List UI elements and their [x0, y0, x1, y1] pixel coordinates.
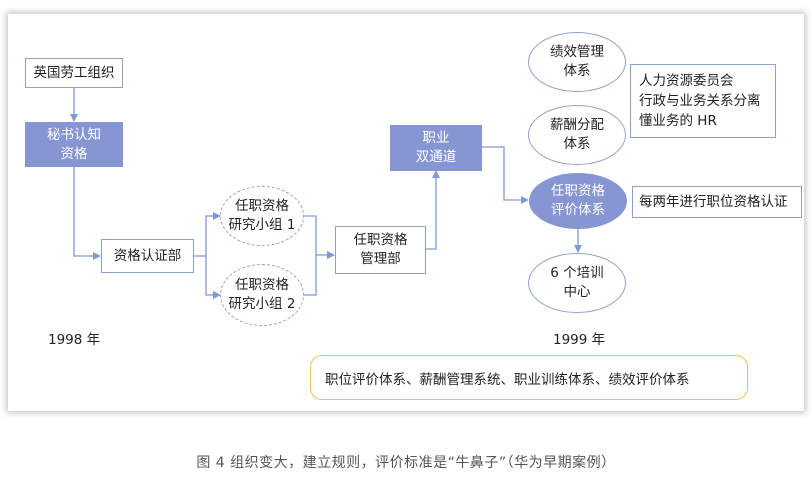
research-group-1-ellipse: 任职资格 研究小组 1 — [220, 186, 304, 246]
research-group-2-ellipse: 任职资格 研究小组 2 — [220, 264, 304, 326]
line-group1-merge — [304, 215, 317, 296]
figure-caption: 图 4 组织变大，建立规则，评价标准是“牛鼻子”（华为早期案例） — [196, 455, 616, 471]
year-1998-label: 1998 年 — [48, 332, 101, 348]
connector-lines — [70, 88, 582, 299]
year-1999-label: 1999 年 — [553, 332, 606, 348]
biennial-cert-note: 每两年进行职位资格认证 — [632, 186, 802, 218]
training-center-ellipse: 6 个培训 中心 — [528, 253, 626, 313]
qualification-eval-ellipse: 任职资格 评价体系 — [529, 173, 627, 229]
arrow-qualdept-to-group2 — [205, 256, 221, 299]
hr-committee-note: 人力资源委员会 行政与业务关系分离 懂业务的 HR — [630, 64, 776, 138]
uk-labor-org-box: 英国劳工组织 — [25, 58, 123, 88]
dual-career-channel-box: 职业 双通道 — [390, 125, 482, 171]
qualification-cert-dept-box: 资格认证部 — [101, 239, 194, 273]
systems-summary-pill: 职位评价体系、薪酬管理系统、职业训练体系、绩效评价体系 — [310, 355, 748, 400]
arrow-secretary-to-qualdept — [73, 167, 101, 260]
performance-mgmt-ellipse: 绩效管理 体系 — [528, 32, 626, 92]
qualification-mgmt-dept-box: 任职资格 管理部 — [335, 226, 426, 274]
arrow-qualmgmt-to-dualchannel — [426, 170, 440, 250]
arrow-qualdept-to-group1 — [194, 212, 221, 257]
systems-summary-text: 职位评价体系、薪酬管理系统、职业训练体系、绩效评价体系 — [325, 371, 690, 388]
secretary-qualification-box: 秘书认知 资格 — [25, 122, 123, 167]
salary-distribution-ellipse: 薪酬分配 体系 — [528, 105, 626, 165]
arrow-dualchannel-to-eval — [482, 146, 529, 204]
diagram-frame: 英国劳工组织 秘书认知 资格 资格认证部 任职资格 研究小组 1 任职资格 研究… — [8, 14, 804, 411]
